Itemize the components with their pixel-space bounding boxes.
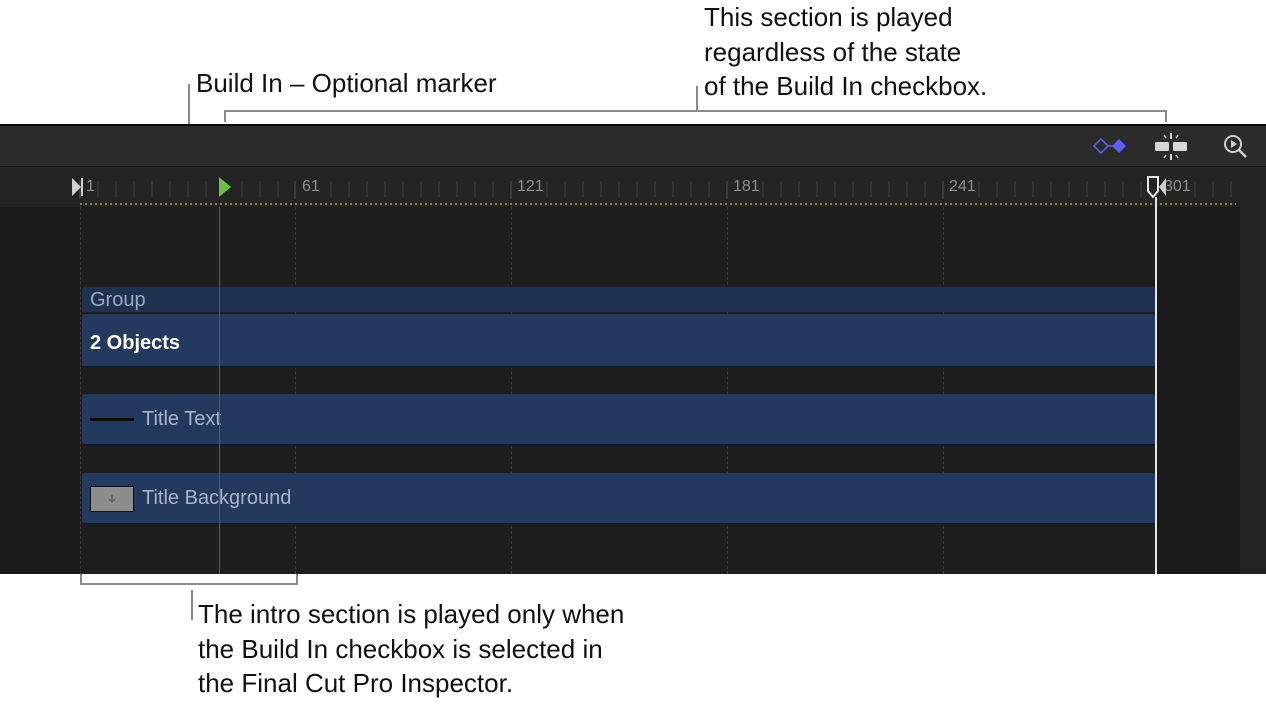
snap-icon[interactable]	[1152, 130, 1192, 162]
title-text-track[interactable]: Title Text	[82, 394, 1155, 446]
group-track[interactable]: 2 Objects	[82, 314, 1155, 368]
title-background-track[interactable]: Title Background	[82, 473, 1155, 525]
bracket-bottom-right-end	[296, 573, 298, 585]
group-object-count: 2 Objects	[90, 332, 181, 354]
leader-line-bottom	[191, 590, 193, 620]
build-in-marker-icon[interactable]	[218, 176, 232, 198]
bracket-top	[224, 110, 1167, 112]
ruler-tick-label: 181	[733, 178, 760, 195]
inactive-region-right	[1155, 207, 1240, 574]
scrollbar-track[interactable]	[1240, 207, 1266, 574]
ruler-tick-label: 241	[949, 178, 976, 195]
ruler-tick-label: 61	[302, 178, 320, 195]
ruler-tick-label: 1	[86, 178, 95, 195]
bracket-top-right-end	[1165, 110, 1167, 122]
grid-line	[80, 207, 81, 574]
timeline-panel: 1 61 121 181 241 301 Group 2 Objects	[0, 124, 1266, 574]
inactive-region-left	[0, 207, 80, 574]
group-track-header[interactable]: Group	[82, 287, 1155, 312]
callout-played-section: This section is played regardless of the…	[704, 2, 988, 101]
play-range-in-icon[interactable]	[70, 176, 84, 198]
text-layer-icon	[90, 418, 134, 421]
bracket-top-left-end	[224, 110, 226, 122]
callout-intro-section: The intro section is played only when th…	[198, 599, 625, 698]
title-text-label: Title Text	[142, 408, 221, 430]
zoom-icon[interactable]	[1218, 130, 1258, 162]
grid-line	[943, 207, 944, 574]
grid-line	[511, 207, 512, 574]
shape-layer-thumbnail-icon	[90, 486, 134, 512]
bracket-bottom-left-end	[80, 573, 82, 585]
playhead-icon[interactable]	[1146, 175, 1168, 199]
group-label: Group	[90, 289, 146, 311]
callout-build-in-marker: Build In – Optional marker	[196, 68, 497, 98]
leader-line-top	[696, 86, 698, 110]
timeline-ruler[interactable]: 1 61 121 181 241 301	[0, 167, 1266, 207]
timeline-tracks: Group 2 Objects Title Text Title Backgro…	[0, 197, 1266, 574]
grid-line	[295, 207, 296, 574]
title-background-label: Title Background	[142, 487, 292, 509]
timeline-toolbar	[0, 126, 1266, 167]
ruler-tick-label: 301	[1164, 178, 1191, 195]
build-in-marker-line	[219, 207, 220, 574]
keyframe-icon[interactable]	[1086, 130, 1126, 162]
ruler-tick-label: 121	[517, 178, 544, 195]
bracket-bottom	[80, 583, 298, 585]
grid-line	[727, 207, 728, 574]
playhead-line[interactable]	[1155, 197, 1157, 574]
